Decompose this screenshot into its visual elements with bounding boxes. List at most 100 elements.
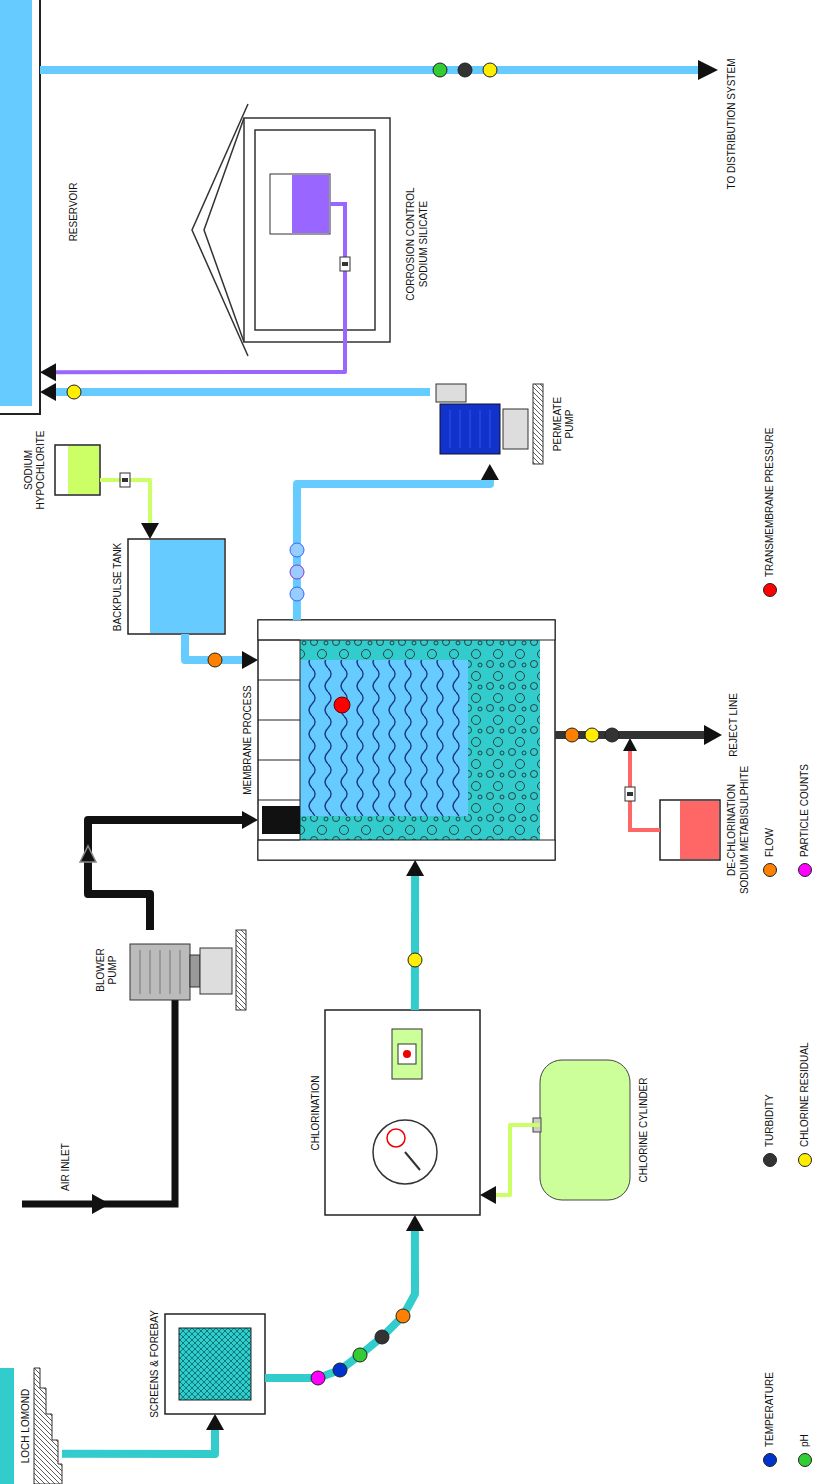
corrosion-control-house <box>342 262 348 266</box>
hypochlorite-tank <box>55 445 100 495</box>
component-label: DE-CHLORINATION <box>726 783 738 877</box>
screens-forebay <box>179 1328 251 1400</box>
distribution-pipe <box>698 60 718 80</box>
blower-pump <box>140 950 180 994</box>
corrosion-control-house <box>340 257 350 271</box>
pipe-connector <box>297 464 499 620</box>
pipe-line <box>297 476 490 620</box>
component-label: BLOWER PUMP <box>95 939 119 1001</box>
hypochlorite-tank <box>55 445 100 495</box>
pipe-connector <box>265 1215 424 1378</box>
chlorination-unit <box>325 1010 480 1215</box>
component-label: PERMEATE PUMP <box>552 388 576 460</box>
blower-pump <box>190 955 200 987</box>
arrow-head <box>40 383 56 401</box>
loch-shore <box>0 1368 62 1484</box>
chlorine-cylinder <box>540 1060 630 1200</box>
permeate-pump <box>503 409 528 449</box>
reject-pipe <box>555 725 722 745</box>
legend-swatch <box>763 1453 777 1467</box>
reservoir <box>0 0 32 406</box>
corrosion-control-house <box>192 104 248 356</box>
reservoir-box: RESERVOIR <box>0 0 40 414</box>
membrane-unit <box>258 840 555 860</box>
membrane-unit <box>258 640 300 840</box>
process-box: MEMBRANE PROCESS <box>258 620 555 860</box>
sensor-dot <box>605 728 619 742</box>
sensor-dot <box>565 728 579 742</box>
sensor-dot <box>585 728 599 742</box>
component-label: BACKPULSE TANK <box>112 542 124 633</box>
sensor-dot <box>67 63 619 1385</box>
sensor-dot <box>433 63 447 77</box>
blower-pump <box>200 948 232 994</box>
chemical-tank: DE-CHLORINATIONSODIUM METABISULPHITE <box>660 800 720 860</box>
legend-swatch <box>798 1453 812 1467</box>
membrane-unit <box>258 620 555 860</box>
dechlorination-tank <box>623 738 720 860</box>
corrosion-control-house <box>192 104 390 356</box>
reject-pipe <box>704 725 722 745</box>
dechlorination-tank <box>660 800 720 860</box>
hypochlorite-tank <box>68 446 99 494</box>
pipe-connector <box>480 1125 540 1204</box>
membrane-unit <box>300 640 540 840</box>
pipe-connector <box>100 480 159 539</box>
permeate-pump <box>440 404 500 454</box>
air-inlet-pipe <box>22 1000 175 1214</box>
screens-forebay <box>165 1314 265 1414</box>
arrow-head <box>406 1215 424 1231</box>
component-label: SODIUM METABISULPHITE <box>739 765 751 895</box>
screen-box: SCREENS & FOREBAY <box>165 1314 265 1414</box>
pipe-line <box>52 388 430 396</box>
sensor-dot <box>290 587 304 601</box>
sensor-dot <box>483 63 497 77</box>
pipe-connector <box>62 1414 224 1454</box>
membrane-unit <box>258 620 555 860</box>
chlorination-unit <box>398 1044 416 1064</box>
pipe-connector <box>40 330 345 381</box>
arrow-head <box>242 811 258 829</box>
legend-swatch <box>798 1153 812 1167</box>
reservoir <box>0 0 40 414</box>
corrosion-control-house <box>244 118 390 342</box>
chlorination-unit <box>392 1029 422 1079</box>
pipe-line <box>411 872 419 1010</box>
screens-forebay <box>165 1314 265 1414</box>
sensor-dot <box>67 385 81 399</box>
chlorination-unit <box>405 1152 420 1170</box>
arrow-head <box>480 1186 496 1204</box>
sensor-dot <box>311 1371 325 1385</box>
chlorination-unit <box>373 1120 437 1184</box>
pipe-line <box>265 1227 415 1378</box>
blower-pump <box>130 944 190 1000</box>
sensor-dot <box>208 653 222 667</box>
legend-swatch <box>763 863 777 877</box>
legend-label: TEMPERATURE <box>764 1371 776 1448</box>
pipe-connector <box>88 811 258 930</box>
legend-label: CHLORINE RESIDUAL <box>799 1042 811 1148</box>
blower-pump <box>130 930 246 1010</box>
legend-label: pH <box>799 1433 811 1448</box>
chlorination-unit <box>403 1050 411 1058</box>
pipe-label: REJECT LINE <box>728 692 740 758</box>
sensor-dot <box>396 1309 410 1323</box>
reservoir <box>0 0 40 414</box>
membrane-unit <box>262 806 300 834</box>
air-inlet-pipe <box>92 1194 110 1214</box>
arrow-head <box>481 464 499 480</box>
corrosion-control-house <box>255 130 375 330</box>
flow-chevron <box>80 846 96 862</box>
sensor-dot <box>408 953 422 967</box>
component-label: RESERVOIR <box>68 182 80 243</box>
corrosion-control-house <box>292 175 329 233</box>
permeate-pump <box>450 410 490 448</box>
legend-swatch <box>763 583 777 597</box>
arrow-head <box>141 523 159 539</box>
component-label: CHLORINE CYLINDER <box>638 1076 650 1183</box>
arrow-head <box>40 363 56 381</box>
loch-shore <box>0 1368 14 1484</box>
dosing-valve <box>120 473 130 487</box>
permeate-pump <box>436 384 543 464</box>
component-label: SODIUM SILICATE <box>418 200 430 289</box>
